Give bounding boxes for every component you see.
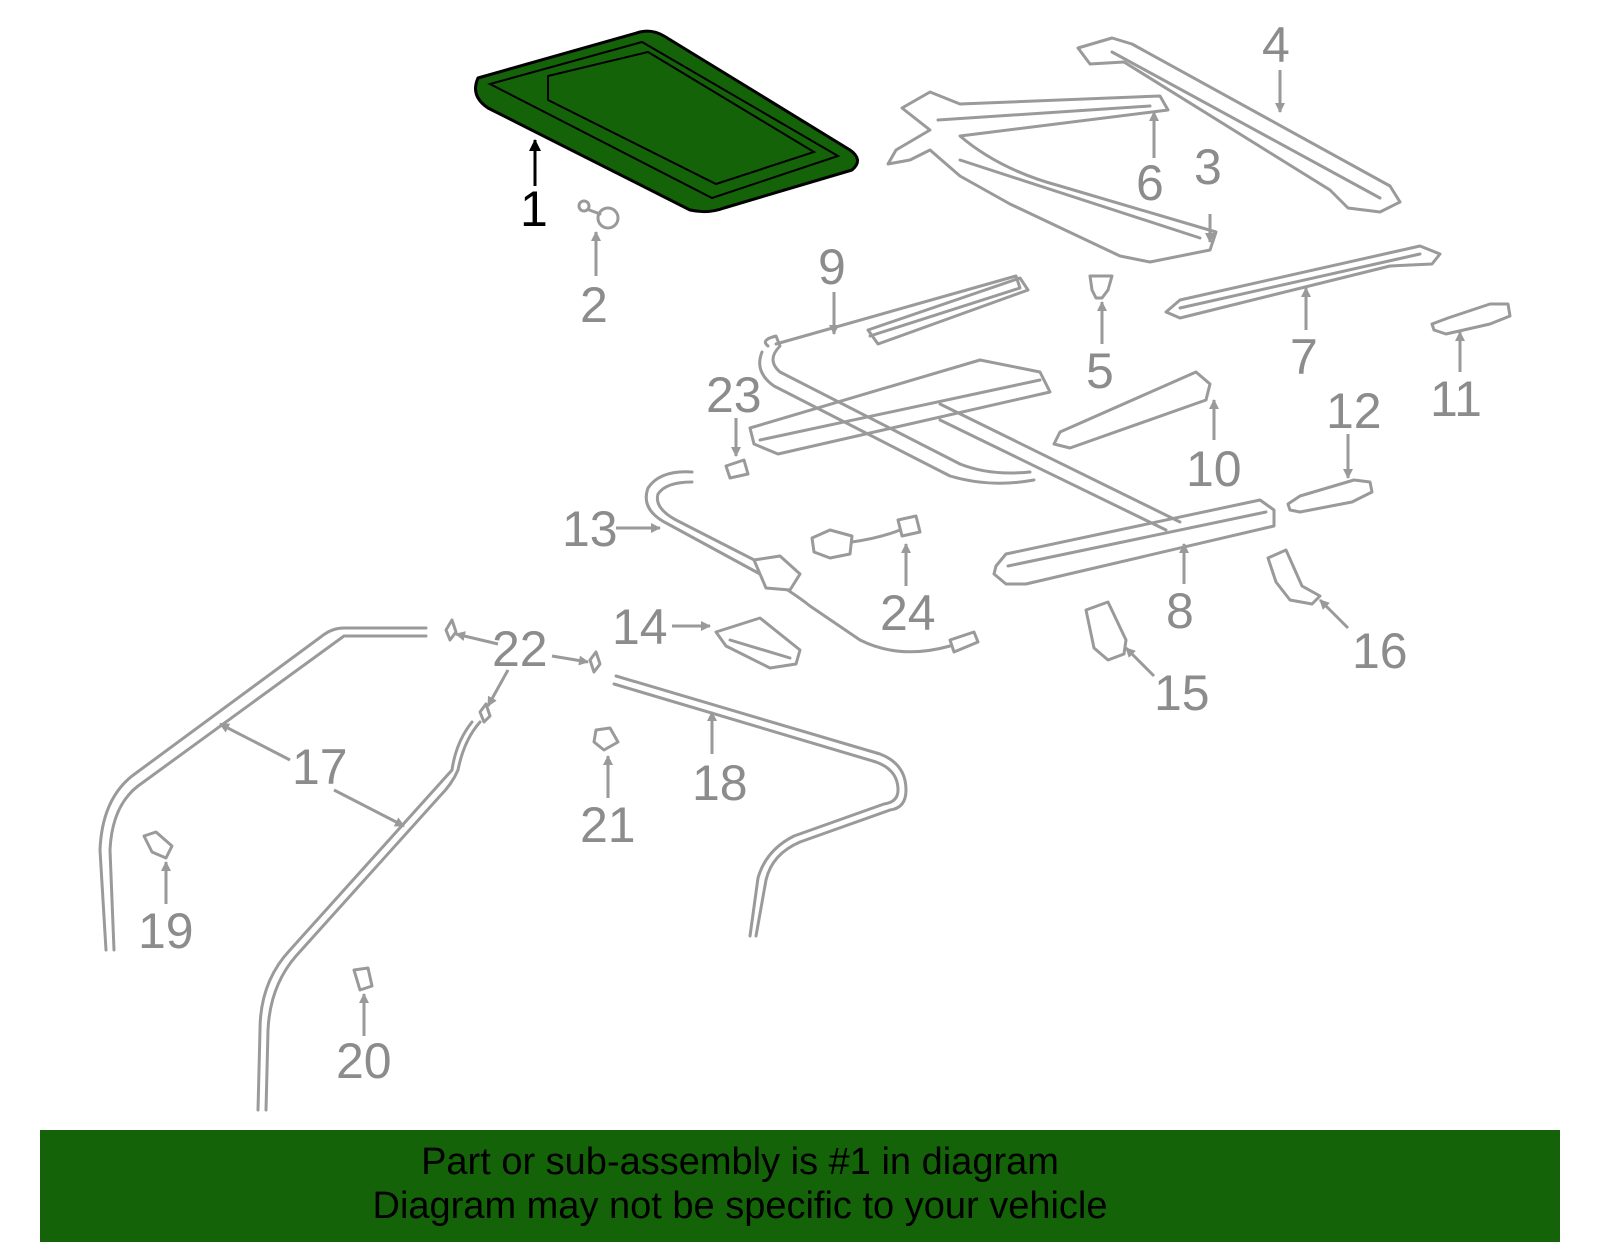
callout-17[interactable]: 17 (292, 739, 348, 795)
banner-line-2: Diagram may not be specific to your vehi… (372, 1185, 1108, 1227)
leader-15 (1124, 646, 1156, 678)
clip-part-20[interactable] (352, 966, 374, 992)
callout-20[interactable]: 20 (336, 1033, 392, 1089)
callout-1[interactable]: 1 (520, 181, 548, 237)
callout-11[interactable]: 11 (1430, 371, 1482, 427)
drive-cable-part-13[interactable] (644, 470, 980, 654)
callout-14[interactable]: 14 (612, 599, 668, 655)
banner-line-1: Part or sub-assembly is #1 in diagram (421, 1141, 1059, 1183)
callout-13[interactable]: 13 (562, 501, 618, 557)
leader-22b (551, 654, 589, 666)
grommet-part-5[interactable] (1088, 274, 1114, 300)
callout-8[interactable]: 8 (1166, 583, 1194, 639)
callout-19[interactable]: 19 (138, 903, 194, 959)
leader-17b (333, 788, 405, 828)
drain-hose-part-17[interactable] (98, 626, 482, 1112)
leader-22c (486, 669, 510, 707)
bracket-part-11[interactable] (1430, 302, 1512, 336)
clip-part-14[interactable] (714, 616, 802, 670)
side-rail-part-7[interactable] (1164, 244, 1442, 320)
drain-hose-part-18[interactable] (612, 674, 908, 938)
callout-4[interactable]: 4 (1262, 17, 1290, 73)
sunroof-glass-panel[interactable] (474, 29, 859, 214)
leader-17a (219, 722, 291, 762)
callout-10[interactable]: 10 (1186, 441, 1242, 497)
callout-3[interactable]: 3 (1194, 139, 1222, 195)
callout-2[interactable]: 2 (580, 277, 608, 333)
callout-18[interactable]: 18 (692, 755, 748, 811)
callout-23[interactable]: 23 (706, 367, 762, 423)
callout-6[interactable]: 6 (1136, 155, 1164, 211)
callout-22[interactable]: 22 (492, 621, 548, 677)
callout-24[interactable]: 24 (880, 585, 936, 641)
callout-21[interactable]: 21 (580, 797, 636, 853)
callout-16[interactable]: 16 (1352, 623, 1408, 679)
connector-part-24[interactable] (810, 514, 922, 560)
leader-22a (455, 631, 499, 646)
bracket-part-16[interactable] (1266, 548, 1322, 606)
track-assembly-part-9[interactable] (748, 274, 1212, 532)
callout-15[interactable]: 15 (1154, 665, 1210, 721)
stopper-part-23[interactable] (724, 458, 750, 480)
rear-rail-part-4[interactable] (1076, 36, 1402, 214)
bolt-part-2[interactable] (577, 199, 620, 230)
callout-7[interactable]: 7 (1290, 329, 1318, 385)
bracket-part-12[interactable] (1286, 478, 1374, 514)
front-housing-part-3[interactable] (886, 90, 1218, 264)
callout-12[interactable]: 12 (1326, 383, 1382, 439)
callout-5[interactable]: 5 (1086, 343, 1114, 399)
front-rail-part-8[interactable] (992, 498, 1276, 586)
clip-part-21[interactable] (592, 726, 620, 752)
bracket-part-15[interactable] (1084, 600, 1128, 662)
notice-banner: Part or sub-assembly is #1 in diagram Di… (40, 1130, 1560, 1242)
callout-9[interactable]: 9 (818, 239, 846, 295)
leader-16 (1318, 598, 1350, 630)
clip-part-19[interactable] (142, 830, 174, 860)
